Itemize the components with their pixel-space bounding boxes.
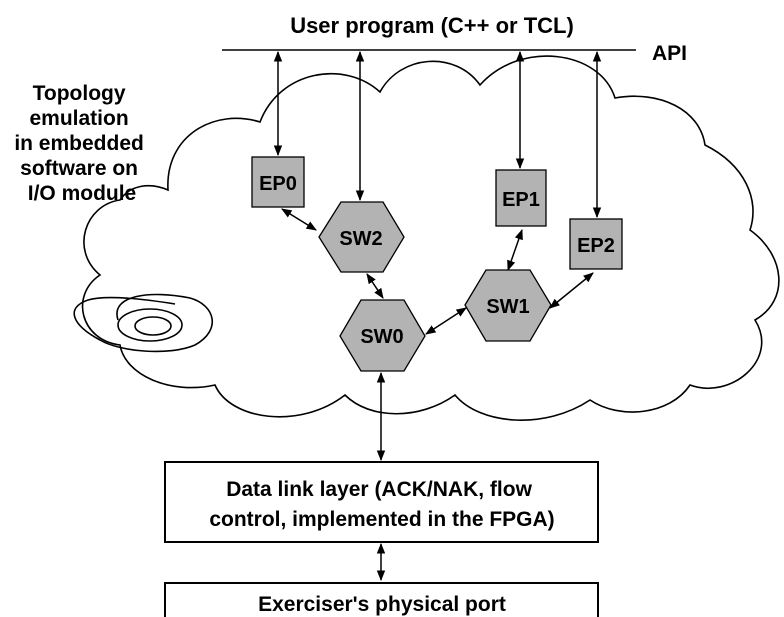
data-link-line: control, implemented in the FPGA): [209, 508, 554, 531]
node-ep1-label: EP1: [502, 189, 540, 211]
side-label-line: in embedded: [14, 132, 144, 155]
node-ep0: EP0: [251, 156, 305, 208]
side-label-line: emulation: [29, 107, 128, 130]
ep0-sw2-arrow: [281, 208, 317, 231]
node-ep1: EP1: [495, 169, 547, 227]
side-label-line: software on: [20, 157, 138, 180]
node-ep2-label: EP2: [577, 235, 615, 257]
data-link-line: Data link layer (ACK/NAK, flow: [226, 478, 532, 501]
side-label-line: Topology: [33, 82, 126, 105]
cloud-shape: [81, 55, 780, 421]
node-sw1-label: SW1: [486, 296, 529, 318]
sw0-sw1-arrow: [425, 307, 467, 335]
data-link-layer-text: Data link layer (ACK/NAK, flow control, …: [209, 478, 554, 531]
node-sw2: SW2: [318, 201, 405, 273]
side-label-line: I/O module: [28, 182, 137, 205]
node-sw0: SW0: [339, 299, 426, 372]
sw2-sw0-arrow: [366, 273, 384, 299]
node-ep2: EP2: [569, 218, 623, 270]
physical-port-label: Exerciser's physical port: [258, 593, 506, 616]
physical-port-box: Exerciser's physical port: [164, 582, 599, 617]
topology-emulation-label: Topology emulation in embedded software …: [14, 82, 149, 205]
node-sw2-label: SW2: [339, 228, 382, 250]
node-sw1: SW1: [464, 269, 552, 342]
sw1-ep1-arrow: [507, 229, 523, 271]
spiral-decoration: [73, 293, 213, 353]
api-label: API: [652, 42, 687, 65]
sw1-ep2-arrow: [549, 272, 594, 309]
node-ep0-label: EP0: [259, 173, 297, 195]
connectors: [273, 50, 602, 582]
data-link-layer-box: Data link layer (ACK/NAK, flow control, …: [164, 461, 599, 543]
node-sw0-label: SW0: [360, 326, 403, 348]
user-program-label: User program (C++ or TCL): [290, 13, 574, 38]
